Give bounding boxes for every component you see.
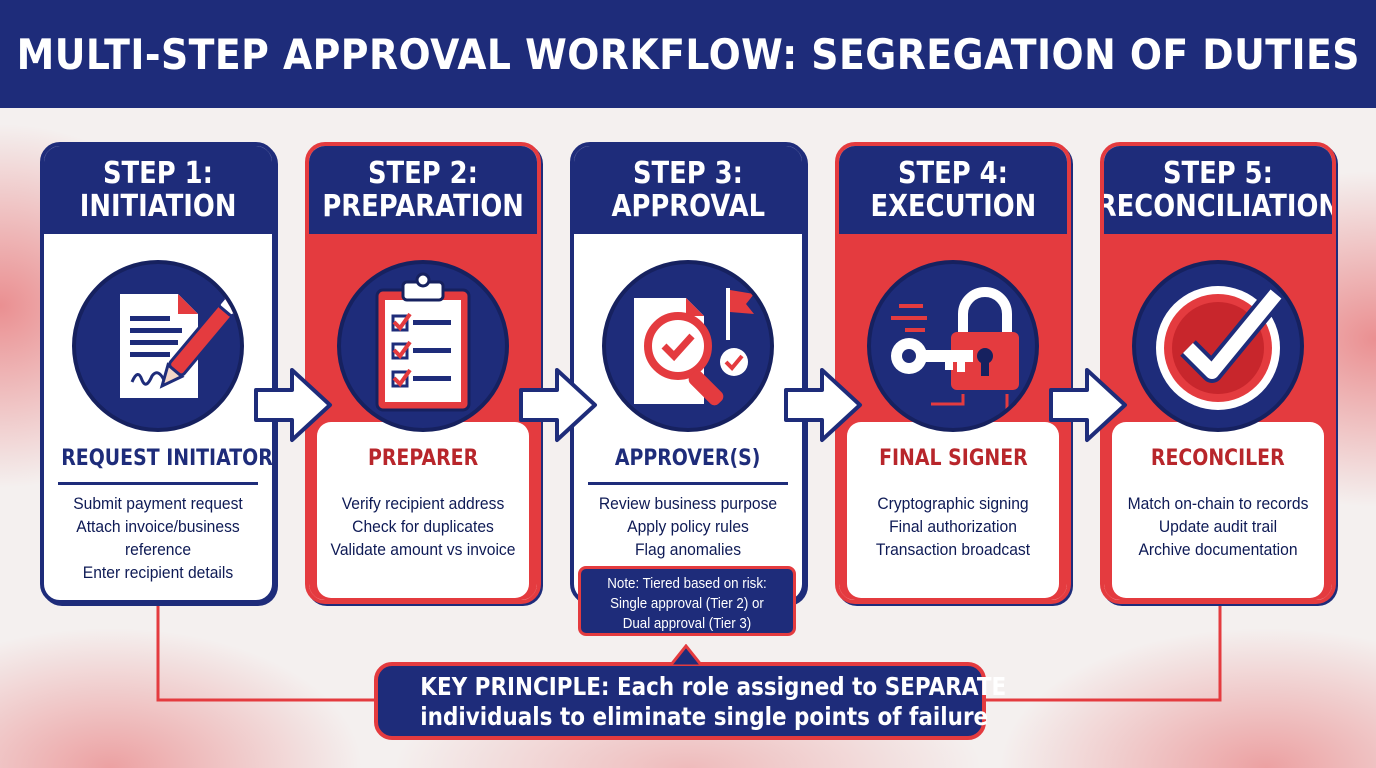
list-item: Enter recipient details xyxy=(82,563,234,582)
list-item: Submit payment request xyxy=(73,494,243,513)
task-list: Review business purpose Apply policy rul… xyxy=(584,492,792,561)
principle-line: KEY PRINCIPLE: Each role assigned to SEP… xyxy=(420,672,1007,701)
step-card-reconciliation: STEP 5: RECONCILIATION RECONCILER Match … xyxy=(1100,142,1336,604)
list-item: Flag anomalies xyxy=(634,540,742,559)
magnifier-check-icon xyxy=(602,260,774,432)
list-item: Cryptographic signing xyxy=(877,494,1029,513)
arrow-right-icon xyxy=(1049,368,1127,442)
step-name: RECONCILIATION xyxy=(1100,189,1336,224)
arrow-right-icon xyxy=(254,368,332,442)
role-title: RECONCILER xyxy=(1151,446,1285,471)
list-item: Match on-chain to records xyxy=(1127,494,1309,513)
card-body xyxy=(1112,422,1324,598)
list-item: Apply policy rules xyxy=(627,517,749,536)
task-list: Match on-chain to records Update audit t… xyxy=(1114,492,1322,561)
title-banner: MULTI-STEP APPROVAL WORKFLOW: SEGREGATIO… xyxy=(0,0,1376,108)
step-name: APPROVAL xyxy=(611,189,765,224)
tier-note: Note: Tiered based on risk: Single appro… xyxy=(578,566,796,636)
role-title: APPROVER(S) xyxy=(615,446,761,471)
step-card-initiation: STEP 1: INITIATION REQUEST INITIATOR Sub… xyxy=(40,142,276,604)
list-item: Transaction broadcast xyxy=(875,540,1031,559)
step-card-preparation: STEP 2: PREPARATION PREPARER Verify reci… xyxy=(305,142,541,604)
list-item: Update audit trail xyxy=(1158,517,1278,536)
step-header: STEP 5: RECONCILIATION xyxy=(1104,146,1332,234)
step-name: EXECUTION xyxy=(870,189,1036,224)
note-line: Note: Tiered based on risk: xyxy=(607,576,767,592)
principle-line: individuals to eliminate single points o… xyxy=(420,702,989,731)
list-item: Archive documentation xyxy=(1138,540,1298,559)
arrow-right-icon xyxy=(519,368,597,442)
task-list: Submit payment request Attach invoice/bu… xyxy=(54,492,262,584)
divider xyxy=(588,482,788,485)
role-title: PREPARER xyxy=(367,446,479,471)
task-list: Cryptographic signing Final authorizatio… xyxy=(849,492,1057,561)
card-body xyxy=(847,422,1059,598)
key-principle-box: KEY PRINCIPLE: Each role assigned to SEP… xyxy=(374,662,1007,740)
clipboard-checklist-icon xyxy=(337,260,509,432)
card-body xyxy=(317,422,529,598)
step-header: STEP 4: EXECUTION xyxy=(839,146,1067,234)
step-header: STEP 3: APPROVAL xyxy=(574,146,802,234)
step-label: STEP 3: xyxy=(633,156,743,191)
note-line: Dual approval (Tier 3) xyxy=(622,616,752,632)
step-card-execution: STEP 4: EXECUTION FINAL SIGNER Cryptogra… xyxy=(835,142,1071,604)
list-item: Check for duplicates xyxy=(352,517,494,536)
arrow-right-icon xyxy=(784,368,862,442)
step-label: STEP 5: xyxy=(1163,156,1273,191)
task-list: Verify recipient address Check for dupli… xyxy=(319,492,527,561)
step-name: PREPARATION xyxy=(322,189,524,224)
divider xyxy=(58,482,258,485)
step-header: STEP 1: INITIATION xyxy=(44,146,272,234)
page-title: MULTI-STEP APPROVAL WORKFLOW: SEGREGATIO… xyxy=(16,29,1360,79)
list-item: Verify recipient address xyxy=(341,494,505,513)
list-item: Attach invoice/business xyxy=(76,517,240,536)
role-title: REQUEST INITIATOR xyxy=(61,446,273,471)
step-label: STEP 1: xyxy=(103,156,213,191)
list-item: Final authorization xyxy=(889,517,1017,536)
document-pen-icon xyxy=(72,260,244,432)
step-name: INITIATION xyxy=(79,189,237,224)
list-item: reference xyxy=(124,540,192,559)
list-item: Review business purpose xyxy=(598,494,778,513)
checkmark-icon xyxy=(1132,260,1304,432)
step-header: STEP 2: PREPARATION xyxy=(309,146,537,234)
role-title: FINAL SIGNER xyxy=(878,446,1028,471)
step-card-approval: STEP 3: APPROVAL APPROVER(S) Review busi… xyxy=(570,142,806,604)
note-line: Single approval (Tier 2) or xyxy=(610,596,764,612)
step-label: STEP 2: xyxy=(368,156,478,191)
list-item: Validate amount vs invoice xyxy=(330,540,516,559)
pointer-icon xyxy=(668,644,704,666)
key-lock-icon xyxy=(867,260,1039,432)
step-label: STEP 4: xyxy=(898,156,1008,191)
